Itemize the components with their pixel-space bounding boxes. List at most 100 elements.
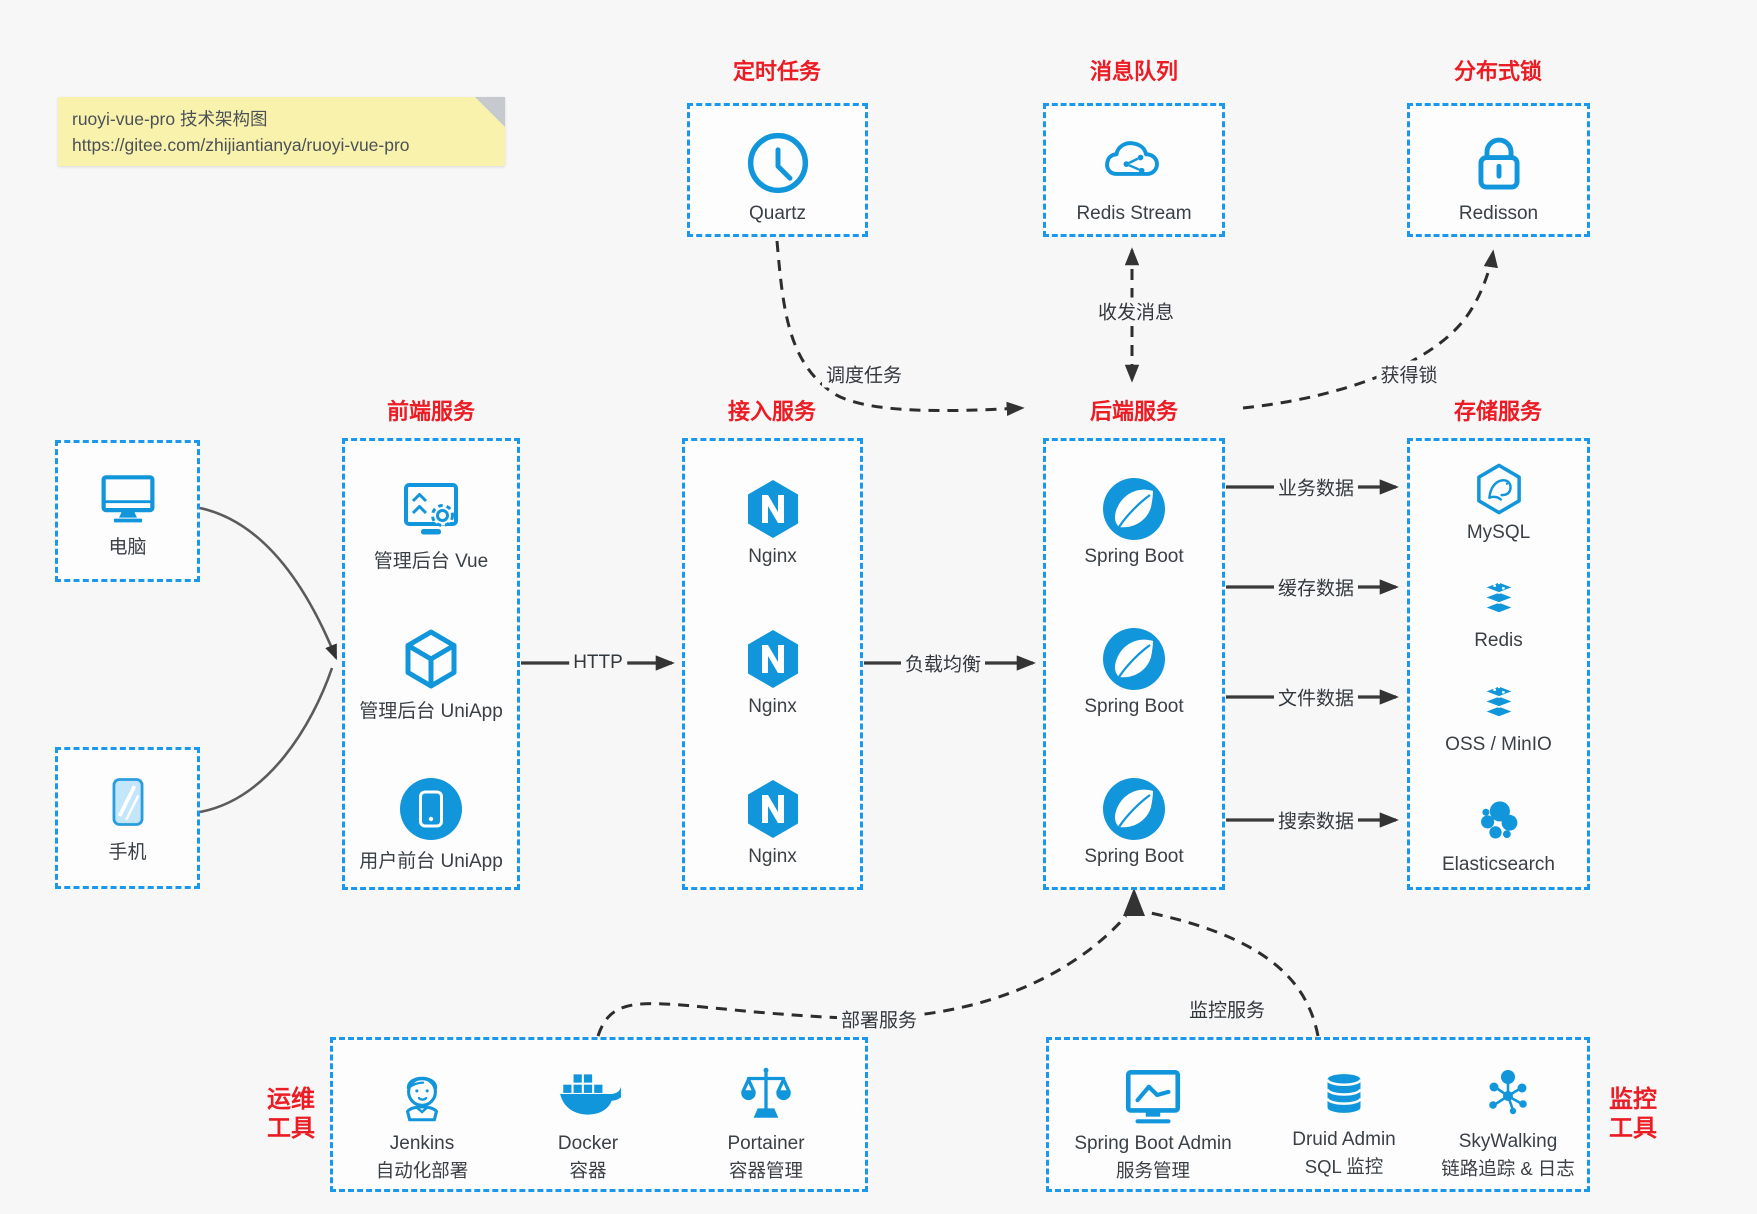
quartz-label: Quartz bbox=[748, 203, 807, 224]
devops-side-label: 运维 工具 bbox=[267, 1085, 315, 1143]
cloud-share-icon bbox=[1105, 141, 1159, 176]
devops-group-box: Jenkins 自动化部署 Docker 容器 bbox=[330, 1037, 868, 1192]
devops-side-label-line2: 工具 bbox=[267, 1115, 315, 1142]
group-title-lock: 分布式锁 bbox=[1453, 59, 1543, 84]
edge-acquire-lock bbox=[1242, 249, 1498, 410]
group-title-backend: 后端服务 bbox=[1089, 399, 1179, 424]
druid-admin-sublabel: SQL 监控 bbox=[1304, 1156, 1384, 1177]
quartz-node: Quartz bbox=[687, 103, 868, 237]
jenkins-label: Jenkins bbox=[389, 1133, 455, 1154]
edge-label-http: HTTP bbox=[569, 652, 627, 674]
backend-group-box: Spring Boot Spring Boot Spring Boot bbox=[1043, 438, 1225, 890]
database-icon bbox=[1326, 1074, 1362, 1113]
note-url: https://gitee.com/zhijiantianya/ruoyi-vu… bbox=[72, 135, 410, 155]
redisson-node: Redisson bbox=[1407, 103, 1590, 237]
desktop-icon bbox=[101, 475, 154, 523]
monitoring-side-label: 监控 工具 bbox=[1609, 1085, 1657, 1143]
edge-label-deploy-service: 部署服务 bbox=[836, 1005, 922, 1033]
redis-stream-node: Redis Stream bbox=[1043, 103, 1225, 237]
clock-icon bbox=[747, 132, 808, 194]
portainer-icon bbox=[741, 1067, 791, 1118]
group-title-mq: 消息队列 bbox=[1089, 59, 1179, 84]
spring-boot-admin-sublabel: 服务管理 bbox=[1115, 1160, 1190, 1181]
pc-label: 电脑 bbox=[108, 537, 147, 558]
redis-stream-label: Redis Stream bbox=[1076, 203, 1192, 224]
spring-boot-label: Spring Boot bbox=[1084, 696, 1184, 717]
edge-label-acquire-lock: 获得锁 bbox=[1376, 360, 1442, 388]
cube-icon bbox=[405, 629, 457, 689]
frontend-group-box: 管理后台 Vue 管理后台 UniApp 用户前台 UniApp bbox=[342, 438, 520, 890]
oss-minio-label: OSS / MinIO bbox=[1445, 734, 1552, 755]
gateway-group-box: Nginx Nginx Nginx bbox=[682, 438, 863, 890]
elasticsearch-icon bbox=[1480, 801, 1517, 839]
monitoring-side-label-line1: 监控 bbox=[1609, 1086, 1657, 1113]
pc-node: 电脑 bbox=[55, 440, 200, 582]
spring-icon bbox=[1103, 628, 1165, 690]
nginx-icon bbox=[747, 630, 798, 688]
edge-deploy-service bbox=[596, 915, 1128, 1037]
skywalking-sublabel: 链路追踪 & 日志 bbox=[1441, 1158, 1575, 1179]
elasticsearch-label: Elasticsearch bbox=[1442, 854, 1555, 875]
nginx-label: Nginx bbox=[748, 546, 797, 567]
admin-vue-label: 管理后台 Vue bbox=[373, 551, 489, 572]
user-uniapp-label: 用户前台 UniApp bbox=[359, 851, 503, 872]
docker-sublabel: 容器 bbox=[569, 1160, 607, 1181]
nginx-label: Nginx bbox=[748, 696, 797, 717]
redis-stack-icon bbox=[1481, 580, 1516, 615]
edge-label-monitor-service: 监控服务 bbox=[1184, 995, 1270, 1023]
nginx-label: Nginx bbox=[748, 846, 797, 867]
lock-icon bbox=[1477, 137, 1520, 190]
edge-label-send-receive-message: 收发消息 bbox=[1093, 297, 1179, 325]
docker-icon bbox=[560, 1074, 621, 1115]
admin-uniapp-label: 管理后台 UniApp bbox=[359, 701, 503, 722]
sticky-note: ruoyi-vue-pro 技术架构图 https://gitee.com/zh… bbox=[58, 97, 505, 166]
group-title-frontend: 前端服务 bbox=[386, 399, 476, 424]
spring-boot-label: Spring Boot bbox=[1084, 846, 1184, 867]
edge-label-search-data: 搜索数据 bbox=[1273, 806, 1359, 834]
edge-label-load-balance: 负载均衡 bbox=[900, 649, 986, 677]
group-title-scheduled: 定时任务 bbox=[732, 59, 822, 84]
nginx-icon bbox=[747, 780, 798, 838]
monitoring-side-label-line2: 工具 bbox=[1609, 1115, 1657, 1142]
topology-icon bbox=[1489, 1070, 1527, 1115]
mobile-label: 手机 bbox=[108, 842, 147, 863]
arrowhead-into-backend bbox=[1123, 888, 1145, 916]
edge-pc-to-frontend bbox=[199, 506, 338, 661]
portainer-label: Portainer bbox=[727, 1133, 805, 1154]
admin-chart-icon bbox=[1125, 1069, 1181, 1124]
monitoring-group-box: Spring Boot Admin 服务管理 Druid Admin SQL 监… bbox=[1046, 1037, 1590, 1192]
note-fold-icon bbox=[475, 97, 505, 127]
spring-icon bbox=[1103, 778, 1165, 840]
skywalking-label: SkyWalking bbox=[1458, 1131, 1558, 1152]
redisson-label: Redisson bbox=[1458, 203, 1539, 224]
edge-label-file-data: 文件数据 bbox=[1273, 683, 1359, 711]
docker-label: Docker bbox=[557, 1133, 619, 1154]
mysql-icon bbox=[1476, 463, 1521, 515]
portainer-sublabel: 容器管理 bbox=[728, 1160, 803, 1181]
group-title-storage: 存储服务 bbox=[1453, 399, 1543, 424]
nginx-icon bbox=[747, 480, 798, 538]
group-title-gateway: 接入服务 bbox=[727, 399, 817, 424]
devops-side-label-line1: 运维 bbox=[267, 1086, 315, 1113]
redis-label: Redis bbox=[1474, 630, 1523, 651]
mobile-app-icon bbox=[400, 778, 462, 840]
note-title: ruoyi-vue-pro 技术架构图 bbox=[72, 109, 268, 129]
mobile-node: 手机 bbox=[55, 747, 200, 889]
storage-stack-icon bbox=[1481, 684, 1516, 719]
storage-group-box: MySQL Redis OSS / Mi bbox=[1407, 438, 1590, 890]
edge-label-business-data: 业务数据 bbox=[1273, 473, 1359, 501]
edge-label-schedule-task: 调度任务 bbox=[821, 360, 907, 388]
spring-boot-admin-label: Spring Boot Admin bbox=[1074, 1133, 1232, 1154]
smartphone-icon bbox=[112, 778, 143, 826]
edge-label-cache-data: 缓存数据 bbox=[1273, 573, 1359, 601]
jenkins-icon bbox=[405, 1076, 439, 1122]
admin-screen-icon bbox=[404, 483, 458, 535]
spring-icon bbox=[1103, 478, 1165, 540]
edge-monitor-service bbox=[1145, 910, 1320, 1037]
edge-mobile-to-frontend bbox=[199, 667, 334, 814]
jenkins-sublabel: 自动化部署 bbox=[375, 1160, 469, 1181]
druid-admin-label: Druid Admin bbox=[1292, 1129, 1396, 1150]
spring-boot-label: Spring Boot bbox=[1084, 546, 1184, 567]
mysql-label: MySQL bbox=[1466, 522, 1531, 543]
